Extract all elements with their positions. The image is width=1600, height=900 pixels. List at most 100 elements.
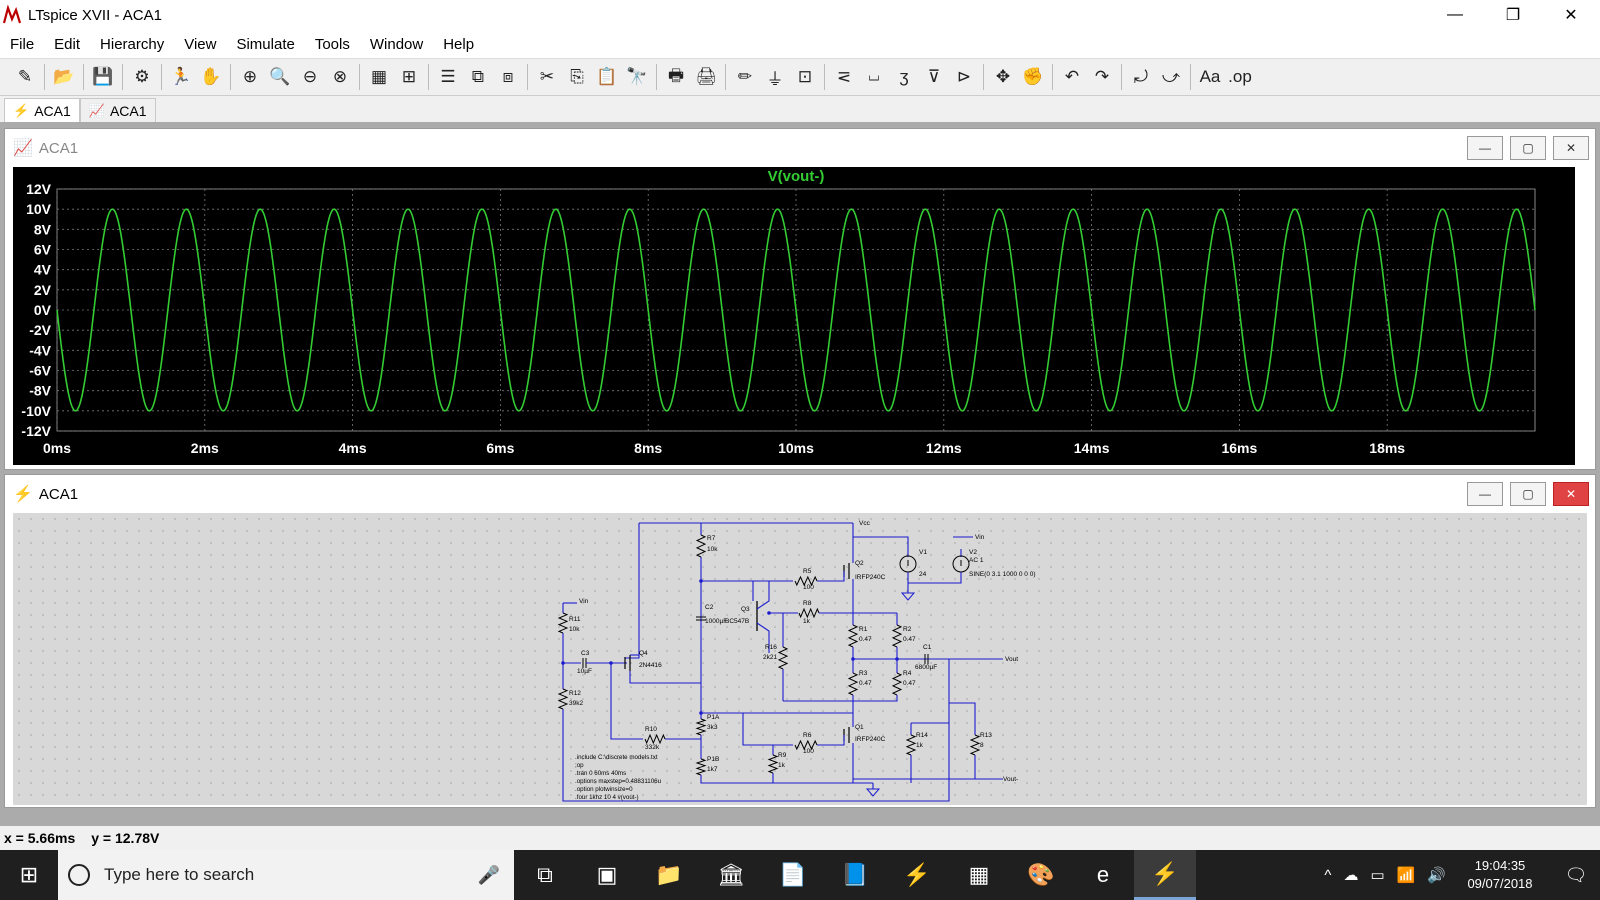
tile-horizontal-icon[interactable]: ☰ — [440, 67, 456, 86]
diode-icon[interactable]: ⊽ — [927, 67, 941, 86]
zoom-out-icon[interactable]: ⊖ — [302, 67, 318, 86]
minimize-button[interactable]: — — [1447, 6, 1463, 23]
text-icon[interactable]: Aa — [1199, 67, 1221, 86]
tray-chevron-icon[interactable]: ^ — [1324, 866, 1332, 884]
drag-icon[interactable]: ✊ — [1022, 67, 1044, 86]
x-tick-label: 0ms — [43, 440, 71, 456]
schematic-minimize-button[interactable]: — — [1467, 482, 1503, 506]
menu-edit[interactable]: Edit — [54, 35, 81, 53]
tab-schematic[interactable]: ⚡ ACA1 — [4, 98, 80, 122]
print-preview-icon[interactable]: 🖨 — [695, 67, 717, 86]
battery-icon[interactable]: ▭ — [1370, 867, 1385, 884]
toolbar-separator — [824, 64, 825, 90]
volume-icon[interactable]: 🔊 — [1427, 867, 1446, 884]
inductor-icon[interactable]: ʒ — [899, 67, 909, 86]
schematic-maximize-button[interactable]: ▢ — [1510, 482, 1546, 506]
cut-icon[interactable]: ✂ — [539, 67, 555, 86]
onedrive-icon[interactable]: ☁ — [1343, 867, 1359, 884]
wifi-icon[interactable]: 📶 — [1396, 867, 1416, 884]
resistor — [644, 733, 666, 745]
zoom-in-icon[interactable]: ⊕ — [242, 67, 258, 86]
zoom-pan-icon[interactable]: 🔍 — [269, 67, 291, 86]
menu-window[interactable]: Window — [369, 35, 424, 53]
component-label: R16 — [765, 644, 777, 651]
calculator-icon[interactable]: ▦ — [968, 862, 990, 887]
tile-vertical-icon[interactable]: ⧉ — [471, 67, 485, 86]
draw-wire-icon[interactable]: ✏ — [737, 67, 753, 86]
tab-waveform[interactable]: 📈 ACA1 — [79, 98, 156, 122]
microphone-icon[interactable]: 🎤 — [477, 864, 500, 885]
clock[interactable]: 19:04:35 09/07/2018 — [1458, 857, 1542, 893]
paste-icon[interactable]: 📋 — [596, 67, 618, 86]
restore-button[interactable]: ❐ — [1505, 7, 1521, 24]
wire — [610, 663, 643, 740]
ltspice-icon[interactable]: ⚡ — [903, 862, 931, 887]
menu-tools[interactable]: Tools — [314, 35, 350, 53]
waveform-maximize-button[interactable]: ▢ — [1510, 136, 1546, 160]
waveform-minimize-button[interactable]: — — [1467, 136, 1503, 160]
menu-view[interactable]: View — [184, 35, 217, 53]
resistor — [891, 672, 903, 696]
start-button[interactable]: ⊞ — [19, 862, 39, 887]
menu-help[interactable]: Help — [443, 35, 475, 53]
edge-icon[interactable]: e — [1096, 862, 1110, 887]
component-label: 2N4416 — [639, 662, 662, 669]
task-view-icon[interactable]: ⧉ — [537, 862, 553, 887]
spice-directive-icon[interactable]: .op — [1228, 67, 1252, 86]
control-panel-icon[interactable]: ⚙ — [134, 67, 150, 86]
search-box[interactable]: Type here to search 🎤 — [58, 850, 514, 900]
ltspice-app-icon — [2, 5, 22, 24]
close-button[interactable]: ✕ — [1564, 7, 1578, 24]
print-icon[interactable]: 🖶 — [667, 65, 685, 85]
component-label: Vin — [975, 534, 985, 541]
tab-label: ACA1 — [34, 102, 71, 119]
junction — [767, 611, 771, 615]
wire — [629, 671, 701, 684]
find-icon[interactable]: 🔭 — [626, 67, 648, 86]
halt-icon[interactable]: ✋ — [200, 67, 222, 86]
action-center-icon[interactable]: 🗨 — [1564, 864, 1588, 885]
copy-icon[interactable]: ⎘ — [570, 67, 584, 86]
bank-icon[interactable]: 🏛 — [717, 862, 745, 887]
move-icon[interactable]: ✥ — [995, 67, 1011, 86]
ground-icon — [900, 592, 916, 601]
save-icon[interactable]: 💾 — [92, 67, 114, 86]
zoom-fit-icon[interactable]: ⊗ — [332, 67, 348, 86]
label-net-icon[interactable]: ⊡ — [797, 67, 813, 86]
waveform-close-button[interactable]: ✕ — [1553, 136, 1589, 160]
menu-file[interactable]: File — [10, 35, 35, 53]
run-icon[interactable]: 🏃 — [170, 67, 192, 86]
cascade-icon[interactable]: ⧈ — [502, 67, 514, 86]
y-tick-label: -6V — [29, 363, 51, 379]
ground-icon[interactable]: ⏚ — [766, 69, 784, 89]
menu-simulate[interactable]: Simulate — [236, 35, 295, 53]
mirror-icon[interactable]: ⤻ — [1161, 67, 1181, 86]
menu-hierarchy[interactable]: Hierarchy — [100, 35, 165, 53]
component-label: Q4 — [639, 650, 648, 657]
rotate-icon[interactable]: ⤾ — [1133, 67, 1149, 86]
schematic-close-button[interactable]: ✕ — [1553, 482, 1589, 506]
notebook-icon[interactable]: 📘 — [841, 862, 869, 887]
component-icon[interactable]: ⊳ — [956, 67, 972, 86]
view-marker-icon[interactable]: ⊞ — [401, 67, 417, 86]
redo-icon[interactable]: ↷ — [1094, 67, 1110, 86]
file-explorer-icon[interactable]: 📁 — [655, 862, 683, 887]
autorange-icon[interactable]: ▦ — [370, 67, 388, 86]
ltspice-active-icon[interactable]: ⚡ — [1134, 850, 1196, 900]
open-icon[interactable]: 📂 — [53, 67, 75, 86]
new-schematic-icon[interactable]: ✎ — [17, 67, 33, 86]
resistor-icon[interactable]: ⋜ — [836, 67, 852, 86]
capacitor-icon[interactable]: ⏘ — [868, 67, 880, 86]
component-label: 0.47 — [903, 680, 916, 687]
document-icon[interactable]: 📄 — [779, 862, 807, 887]
component-label: 10k — [569, 626, 580, 633]
undo-icon[interactable]: ↶ — [1064, 67, 1080, 86]
paint-icon[interactable]: 🎨 — [1027, 862, 1055, 887]
store-icon[interactable]: ▣ — [596, 862, 618, 887]
